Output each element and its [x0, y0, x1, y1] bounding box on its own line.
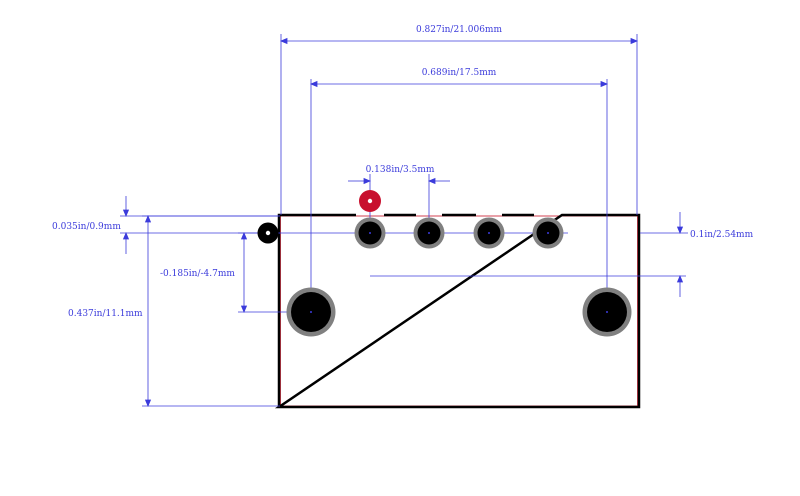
label-pin-pitch: 0.138in/3.5mm: [366, 165, 435, 175]
signal-pads: [354, 217, 564, 249]
mount-holes: [286, 287, 632, 337]
outline-body: [274, 213, 641, 409]
label-mount-hole-spacing: 0.689in/17.5mm: [422, 68, 497, 78]
origin-marker: [257, 222, 279, 244]
label-top-offset: 0.035in/0.9mm: [52, 222, 121, 232]
label-overall-width: 0.827in/21.006mm: [416, 25, 502, 35]
component-outline: [274, 213, 641, 409]
label-overall-height: 0.437in/11.1mm: [68, 309, 143, 319]
label-hole-offset: -0.185in/-4.7mm: [160, 269, 235, 279]
pad-center-points: [310, 232, 608, 313]
pin1-marker: [359, 190, 381, 212]
dimension-lines: [120, 34, 688, 408]
label-row-pitch: 0.1in/2.54mm: [690, 230, 754, 240]
